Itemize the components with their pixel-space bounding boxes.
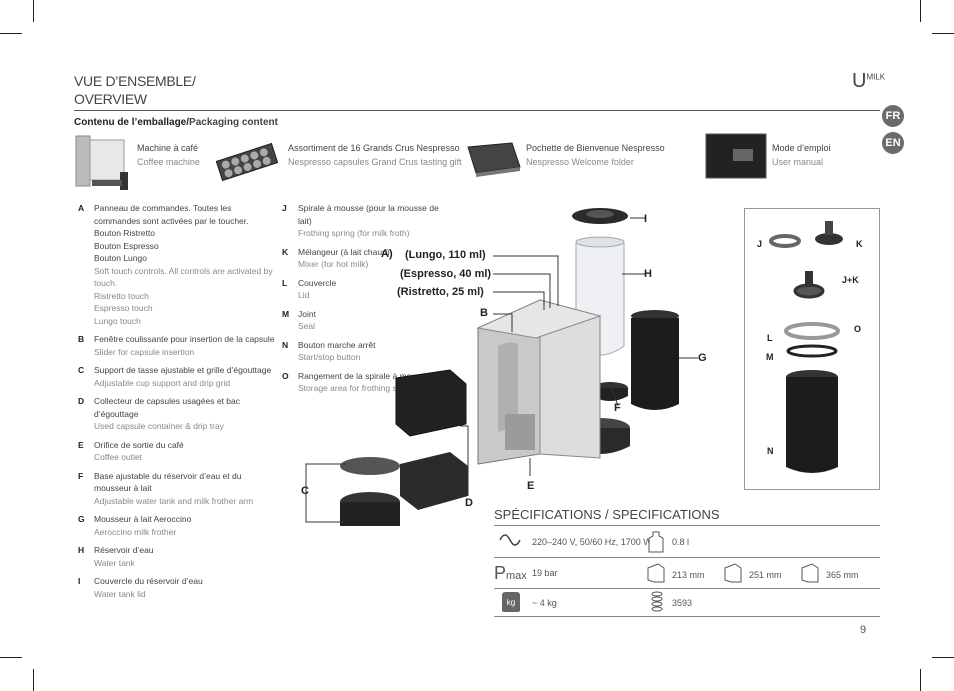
spec-tank: 0.8 l — [672, 537, 690, 547]
spec-height: 251 mm — [749, 570, 782, 580]
crop-mark — [33, 0, 34, 22]
crop-mark — [0, 33, 22, 34]
detail-n: N — [767, 446, 774, 456]
spec-width: 213 mm — [672, 570, 705, 580]
page-title: VUE D’ENSEMBLE/ OVERVIEW — [74, 72, 196, 108]
capsules-thumb — [216, 142, 278, 182]
ac-power-icon — [499, 534, 521, 546]
frother-detail-box — [744, 208, 880, 490]
specs-rule — [494, 616, 880, 617]
drip-tray-shape — [400, 452, 468, 510]
detail-jk: J+K — [842, 275, 859, 285]
user-manual-thumb — [705, 133, 767, 179]
frother-detail-diagram — [769, 221, 843, 473]
spec-pressure: 19 bar — [532, 568, 558, 578]
callout-ristretto: (Ristretto, 25 ml) — [397, 286, 484, 298]
capsule-container-shape — [395, 369, 467, 437]
callout-espresso: (Espresso, 40 ml) — [400, 268, 492, 280]
aeroccino-frother-shape — [631, 318, 679, 410]
crop-mark — [920, 0, 921, 22]
spec-weight: ~ 4 kg — [532, 598, 557, 608]
machine-exploded-diagram — [305, 208, 698, 526]
callout-h: H — [644, 268, 652, 280]
detail-l: L — [767, 333, 773, 343]
callout-b: B — [480, 307, 488, 319]
drip-grid-shape — [340, 457, 400, 475]
callout-g: G — [698, 352, 707, 364]
depth-dimension-icon — [801, 563, 819, 583]
callout-e: E — [527, 480, 535, 492]
callout-d: D — [465, 497, 473, 509]
lang-badge-en: EN — [882, 132, 904, 154]
callout-lungo: (Lungo, 110 ml) — [405, 249, 486, 261]
crop-mark — [932, 33, 954, 34]
crop-mark — [33, 669, 34, 691]
crop-mark — [920, 669, 921, 691]
spec-depth: 365 mm — [826, 570, 859, 580]
crop-mark — [0, 657, 22, 658]
detail-j: J — [757, 239, 763, 249]
page-number: 9 — [860, 624, 867, 636]
coffee-machine-thumb — [75, 135, 128, 190]
welcome-folder-thumb — [467, 142, 521, 177]
height-dimension-icon — [724, 563, 742, 583]
packaging-title: Contenu de l’emballage/Packaging content — [74, 117, 278, 128]
title-fr: VUE D’ENSEMBLE/ — [74, 73, 196, 89]
specs-rule — [494, 525, 880, 526]
specs-title: SPÉCIFICATIONS / SPECIFICATIONS — [494, 507, 720, 522]
crop-mark — [932, 657, 954, 658]
specs-rule — [494, 588, 880, 589]
header-rule — [74, 110, 880, 111]
detail-k: K — [856, 239, 863, 249]
cup-support-shape — [340, 502, 400, 526]
detail-o: O — [854, 324, 862, 334]
umilk-logo: UMILK — [852, 70, 886, 92]
detail-m: M — [766, 352, 774, 362]
callout-f: F — [614, 402, 621, 414]
water-tank-icon — [648, 531, 664, 553]
model-spring-icon — [651, 591, 663, 612]
callout-i: I — [644, 213, 648, 225]
title-en: OVERVIEW — [74, 91, 147, 107]
weight-icon: kg — [502, 592, 520, 612]
width-dimension-icon — [647, 563, 665, 583]
callout-a: A) — [381, 248, 393, 260]
spec-voltage: 220–240 V, 50/60 Hz, 1700 W — [532, 537, 652, 547]
pmax-icon: Pmax — [494, 563, 527, 583]
lang-badge-fr: FR — [882, 105, 904, 127]
spec-model: 3593 — [672, 598, 693, 608]
specs-rule — [494, 557, 880, 558]
callout-c: C — [301, 485, 309, 497]
